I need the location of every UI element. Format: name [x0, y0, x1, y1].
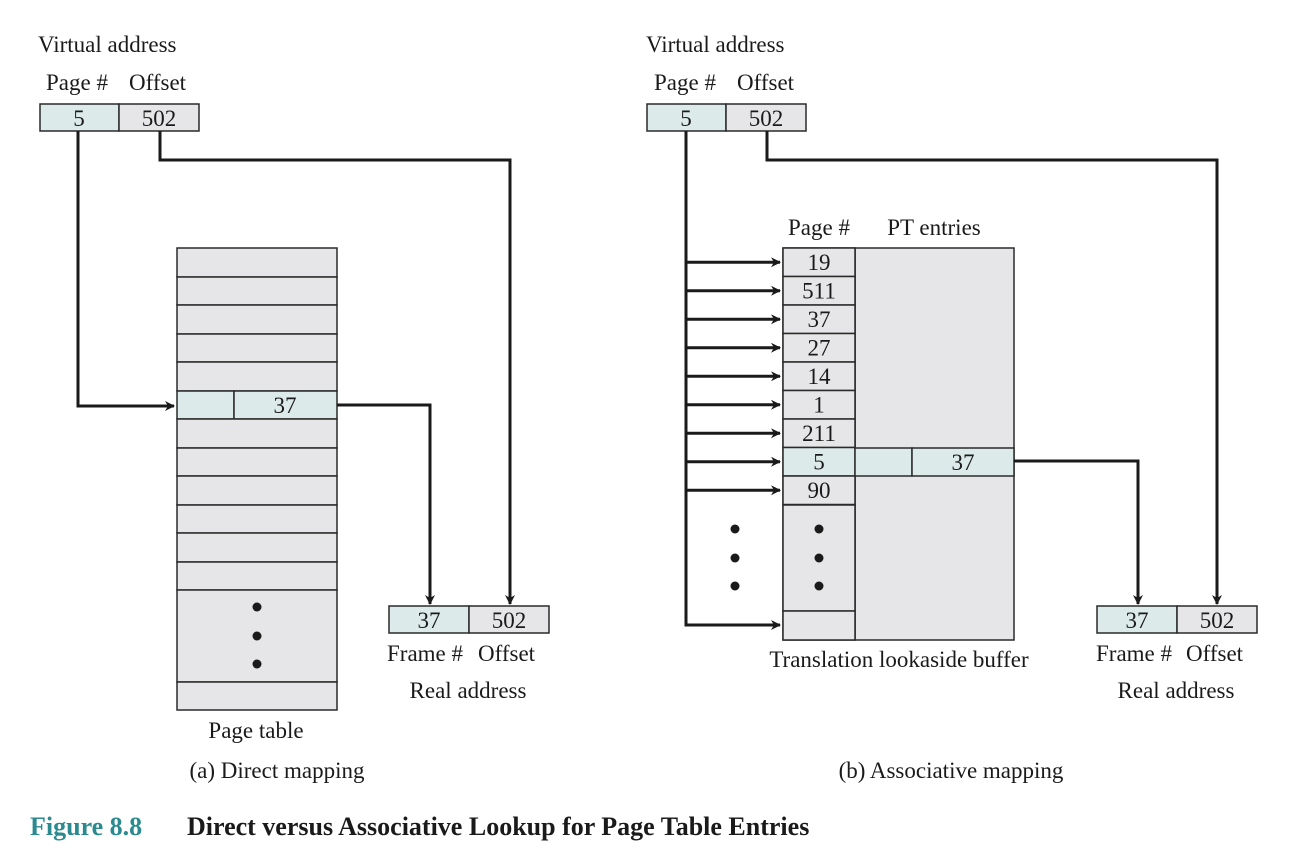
tlb-match-frame-value: 37 [952, 450, 975, 475]
assoc-offset-arrow [765, 131, 1222, 605]
direct-page-value: 5 [73, 106, 85, 131]
direct-virtual-address-label: Virtual address [38, 32, 177, 57]
page-table-row [176, 247, 338, 278]
page-table-row [176, 418, 338, 449]
page-table-row [176, 561, 338, 591]
ellipsis-dot [814, 524, 824, 534]
translation-lookaside-buffer: 19 511 37 27 14 1 211 5 90 37 [782, 247, 1015, 641]
assoc-offset-label: Offset [737, 70, 795, 95]
page-table-row [176, 361, 338, 392]
figure-title: Direct versus Associative Lookup for Pag… [187, 812, 809, 841]
page-table-row [176, 304, 338, 335]
assoc-frame-value: 37 [1126, 608, 1149, 633]
direct-offset-label: Offset [129, 70, 187, 95]
tlb-page-number: 27 [808, 336, 831, 361]
tlb-compare-arrows [686, 257, 781, 496]
tlb-page-number: 211 [802, 421, 836, 446]
direct-page-cell [39, 103, 120, 132]
tlb-match-frame [911, 447, 1015, 477]
tlb-page-number: 37 [808, 307, 831, 332]
direct-subcaption: (a) Direct mapping [190, 758, 365, 783]
page-table-row [176, 333, 338, 363]
page-table-row [176, 276, 338, 306]
direct-page-label: Page # [46, 70, 108, 95]
assoc-page-value: 5 [680, 106, 692, 131]
assoc-real-address-label: Real address [1118, 678, 1235, 703]
tlb-page-row [782, 389, 856, 420]
tlb-page-row [782, 304, 856, 335]
page-table-row [176, 532, 338, 563]
assoc-real-offset-value: 502 [1200, 608, 1235, 633]
tlb-page-header: Page # [788, 215, 850, 240]
assoc-frame-arrow [1014, 459, 1143, 605]
assoc-frame-cell [1096, 605, 1178, 634]
page-table-label: Page table [208, 718, 303, 743]
tlb-page-number: 19 [808, 250, 831, 275]
assoc-page-label: Page # [654, 70, 716, 95]
ellipsis-dot [814, 581, 824, 591]
assoc-offset-value: 502 [749, 106, 784, 131]
assoc-virtual-address-label: Virtual address [646, 32, 785, 57]
tlb-page-number: 5 [813, 450, 825, 475]
assoc-offset-cell [725, 103, 807, 132]
figure-number: Figure 8.8 [30, 812, 142, 841]
page-table: 37 [176, 247, 338, 711]
page-table-row [176, 447, 338, 477]
assoc-frame-label: Frame # [1096, 641, 1173, 666]
direct-real-offset-value: 502 [492, 608, 527, 633]
direct-frame-label: Frame # [387, 641, 464, 666]
tlb-entries-column [854, 247, 1015, 641]
tlb-rows: 19 511 37 27 14 1 211 5 90 [782, 247, 856, 506]
tlb-match-control-bits [854, 447, 913, 477]
tlb-bus-line [684, 131, 781, 630]
tlb-page-number: 1 [813, 393, 825, 418]
page-table-row [176, 475, 338, 506]
direct-real-offset-label: Offset [478, 641, 536, 666]
assoc-real-offset-label: Offset [1186, 641, 1244, 666]
ellipsis-dot [252, 659, 262, 669]
tlb-page-row [782, 475, 856, 506]
ellipsis-dot [252, 631, 262, 641]
direct-mapping-panel: Virtual address Page # Offset 5 502 37 [38, 32, 550, 783]
tlb-last-row [782, 610, 856, 641]
direct-real-address-label: Real address [410, 678, 527, 703]
ellipsis-dot [730, 553, 740, 563]
tlb-page-row [782, 275, 856, 306]
ellipsis-dot [252, 602, 262, 612]
associative-mapping-panel: Virtual address Page # Offset 5 502 Page… [646, 32, 1258, 783]
ellipsis-dot [730, 524, 740, 534]
page-table-row [176, 504, 338, 534]
ellipsis-dot [814, 553, 824, 563]
direct-offset-value: 502 [142, 106, 177, 131]
tlb-label: Translation lookaside buffer [769, 647, 1029, 672]
direct-real-offset-cell [468, 605, 550, 634]
tlb-entries-header: PT entries [887, 215, 981, 240]
offset-arrow [158, 131, 515, 605]
assoc-real-offset-cell [1176, 605, 1258, 634]
direct-frame-value: 37 [418, 608, 441, 633]
tlb-page-row [782, 332, 856, 363]
page-index-arrow [76, 131, 175, 411]
tlb-page-number: 511 [802, 279, 836, 304]
page-table-entry-control-bits [176, 390, 235, 420]
tlb-page-row [782, 361, 856, 392]
tlb-page-row [782, 247, 856, 278]
tlb-page-number: 14 [808, 364, 832, 389]
assoc-subcaption: (b) Associative mapping [839, 758, 1064, 783]
frame-arrow [337, 403, 435, 605]
page-table-entry-frame-value: 37 [274, 393, 297, 418]
page-table-row [176, 681, 338, 711]
tlb-page-number: 90 [808, 478, 831, 503]
ellipsis-dot [730, 581, 740, 591]
